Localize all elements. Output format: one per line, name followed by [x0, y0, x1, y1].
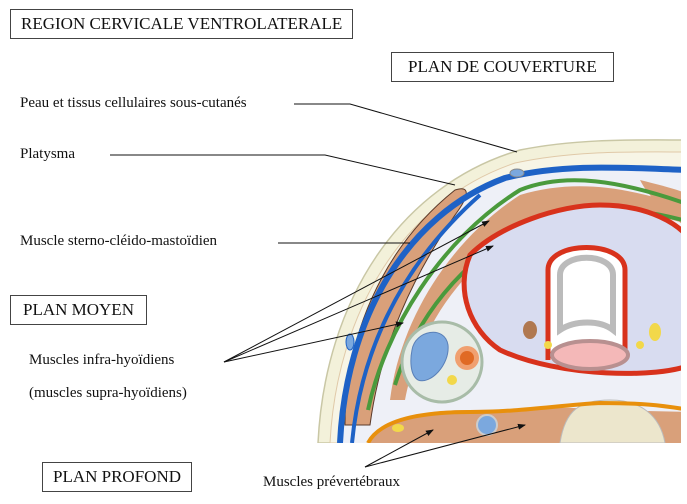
leader-prevert-1: [364, 429, 434, 468]
leader-peau: [294, 103, 518, 153]
vertebral-body: [559, 399, 666, 443]
nerve: [544, 341, 552, 349]
infrahyoid-muscles: [390, 186, 680, 400]
leader-prevert-2: [364, 423, 526, 468]
leader-infra-2: [223, 245, 494, 363]
label-scm: Muscle sterno-cléido-mastoïdien: [20, 233, 218, 249]
label-platysma: Platysma: [20, 146, 75, 162]
parathyroid: [523, 321, 537, 339]
leader-platysma: [110, 154, 456, 186]
vertebral-artery: [476, 414, 498, 436]
leader-infra-1: [223, 220, 490, 363]
section-plan-couverture: PLAN DE COUVERTURE: [391, 52, 614, 82]
label-peau: Peau et tissus cellulaires sous-cutanés: [20, 95, 247, 111]
jugular-vein: [345, 333, 355, 351]
label-supra-hyoidiens: (muscles supra-hyoïdiens): [29, 385, 187, 401]
parathyroid: [649, 323, 661, 341]
section-plan-profond: PLAN PROFOND: [42, 462, 192, 492]
esophagus: [550, 339, 630, 371]
label-prevertebraux: Muscles prévertébraux: [263, 474, 401, 490]
prevertebral-fascia: [366, 400, 681, 443]
nerve: [636, 341, 644, 349]
vessel: [509, 168, 525, 178]
label-infra-hyoidiens: Muscles infra-hyoïdiens: [29, 352, 175, 368]
internal-jugular-vein: [410, 331, 449, 382]
trachea-cartilage: [557, 254, 616, 337]
vagus-nerve: [447, 375, 457, 385]
platysma-fascia: [337, 164, 681, 443]
leader-lines: [110, 103, 526, 468]
leader-infra-3: [223, 321, 404, 363]
carotid-lumen: [460, 351, 474, 365]
page-title: REGION CERVICALE VENTROLATERALE: [10, 9, 354, 39]
middle-fascia-outer: [366, 178, 681, 411]
sympathetic-trunk: [392, 424, 404, 432]
scm-fascia-inner: [350, 193, 482, 443]
section-plan-moyen: PLAN MOYEN: [10, 295, 147, 325]
